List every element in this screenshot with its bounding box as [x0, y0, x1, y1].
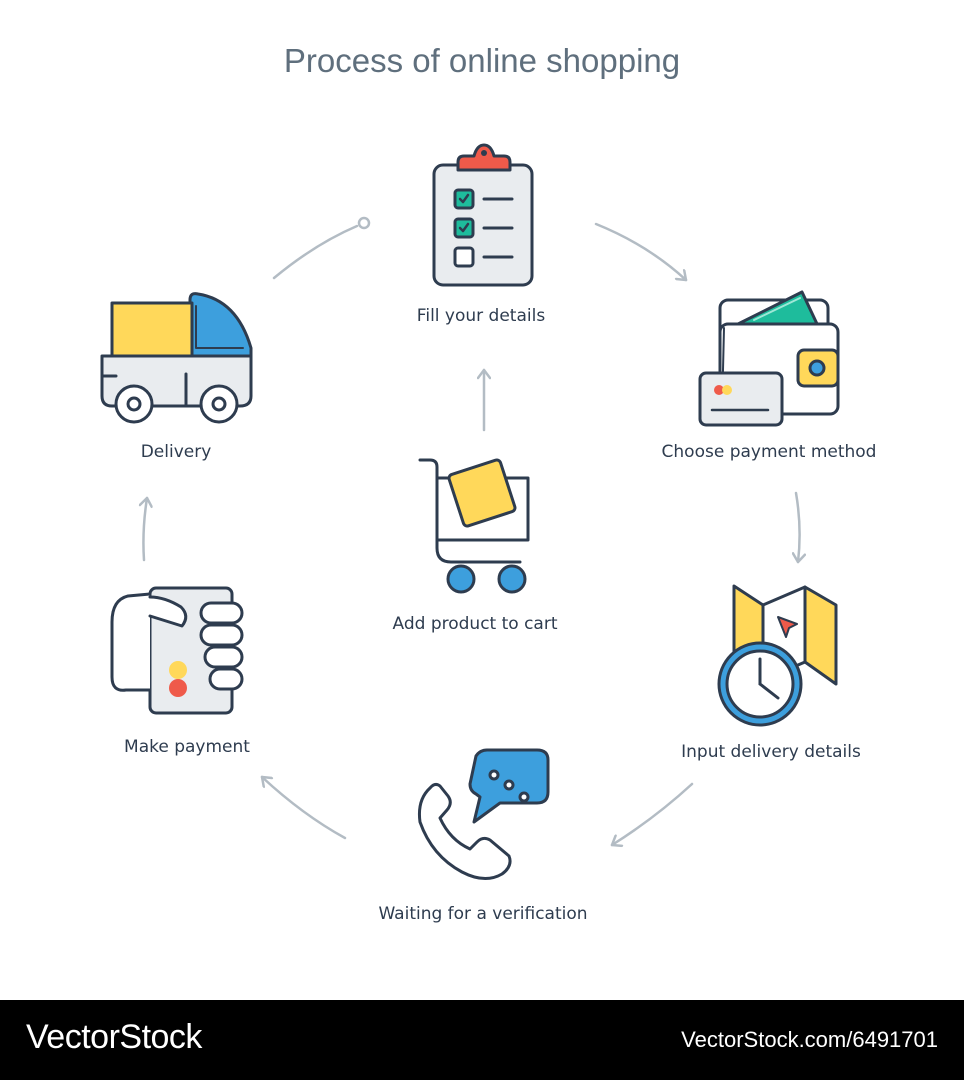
arrow-verification-to-payment — [260, 775, 347, 840]
connector-delivery-to-details — [272, 224, 359, 280]
arrow-payment-to-delivery — [143, 496, 147, 562]
watermark-footer: VectorStock VectorStock.com/6491701 — [0, 1000, 964, 1080]
step-label-make-payment: Make payment — [124, 737, 250, 757]
step-label-fill-details: Fill your details — [416, 306, 546, 326]
arrow-details-to-payment — [594, 222, 688, 282]
arrow-delivery-details-to-verification — [610, 782, 694, 845]
page-title: Process of online shopping — [283, 42, 681, 79]
step-label-waiting-verification: Waiting for a verification — [378, 904, 588, 924]
clipboard-checklist-icon — [432, 143, 534, 287]
process-diagram — [100, 143, 840, 880]
brand-logo: VectorStock — [26, 1018, 202, 1056]
step-label-input-delivery: Input delivery details — [681, 742, 861, 762]
step-label-choose-payment: Choose payment method — [661, 442, 877, 462]
connector-end-dot — [357, 216, 371, 230]
arrow-payment-to-delivery-details — [796, 491, 800, 564]
stock-id: VectorStock.com/6491701 — [681, 1027, 938, 1052]
hand-card-icon — [110, 586, 244, 715]
step-label-delivery: Delivery — [140, 442, 212, 462]
wallet-card-icon — [698, 290, 840, 427]
map-clock-icon — [717, 584, 838, 727]
phone-chat-icon — [418, 748, 550, 880]
step-label-add-to-cart: Add product to cart — [392, 614, 558, 634]
shopping-cart-icon — [418, 458, 530, 594]
truck-icon — [100, 292, 253, 424]
